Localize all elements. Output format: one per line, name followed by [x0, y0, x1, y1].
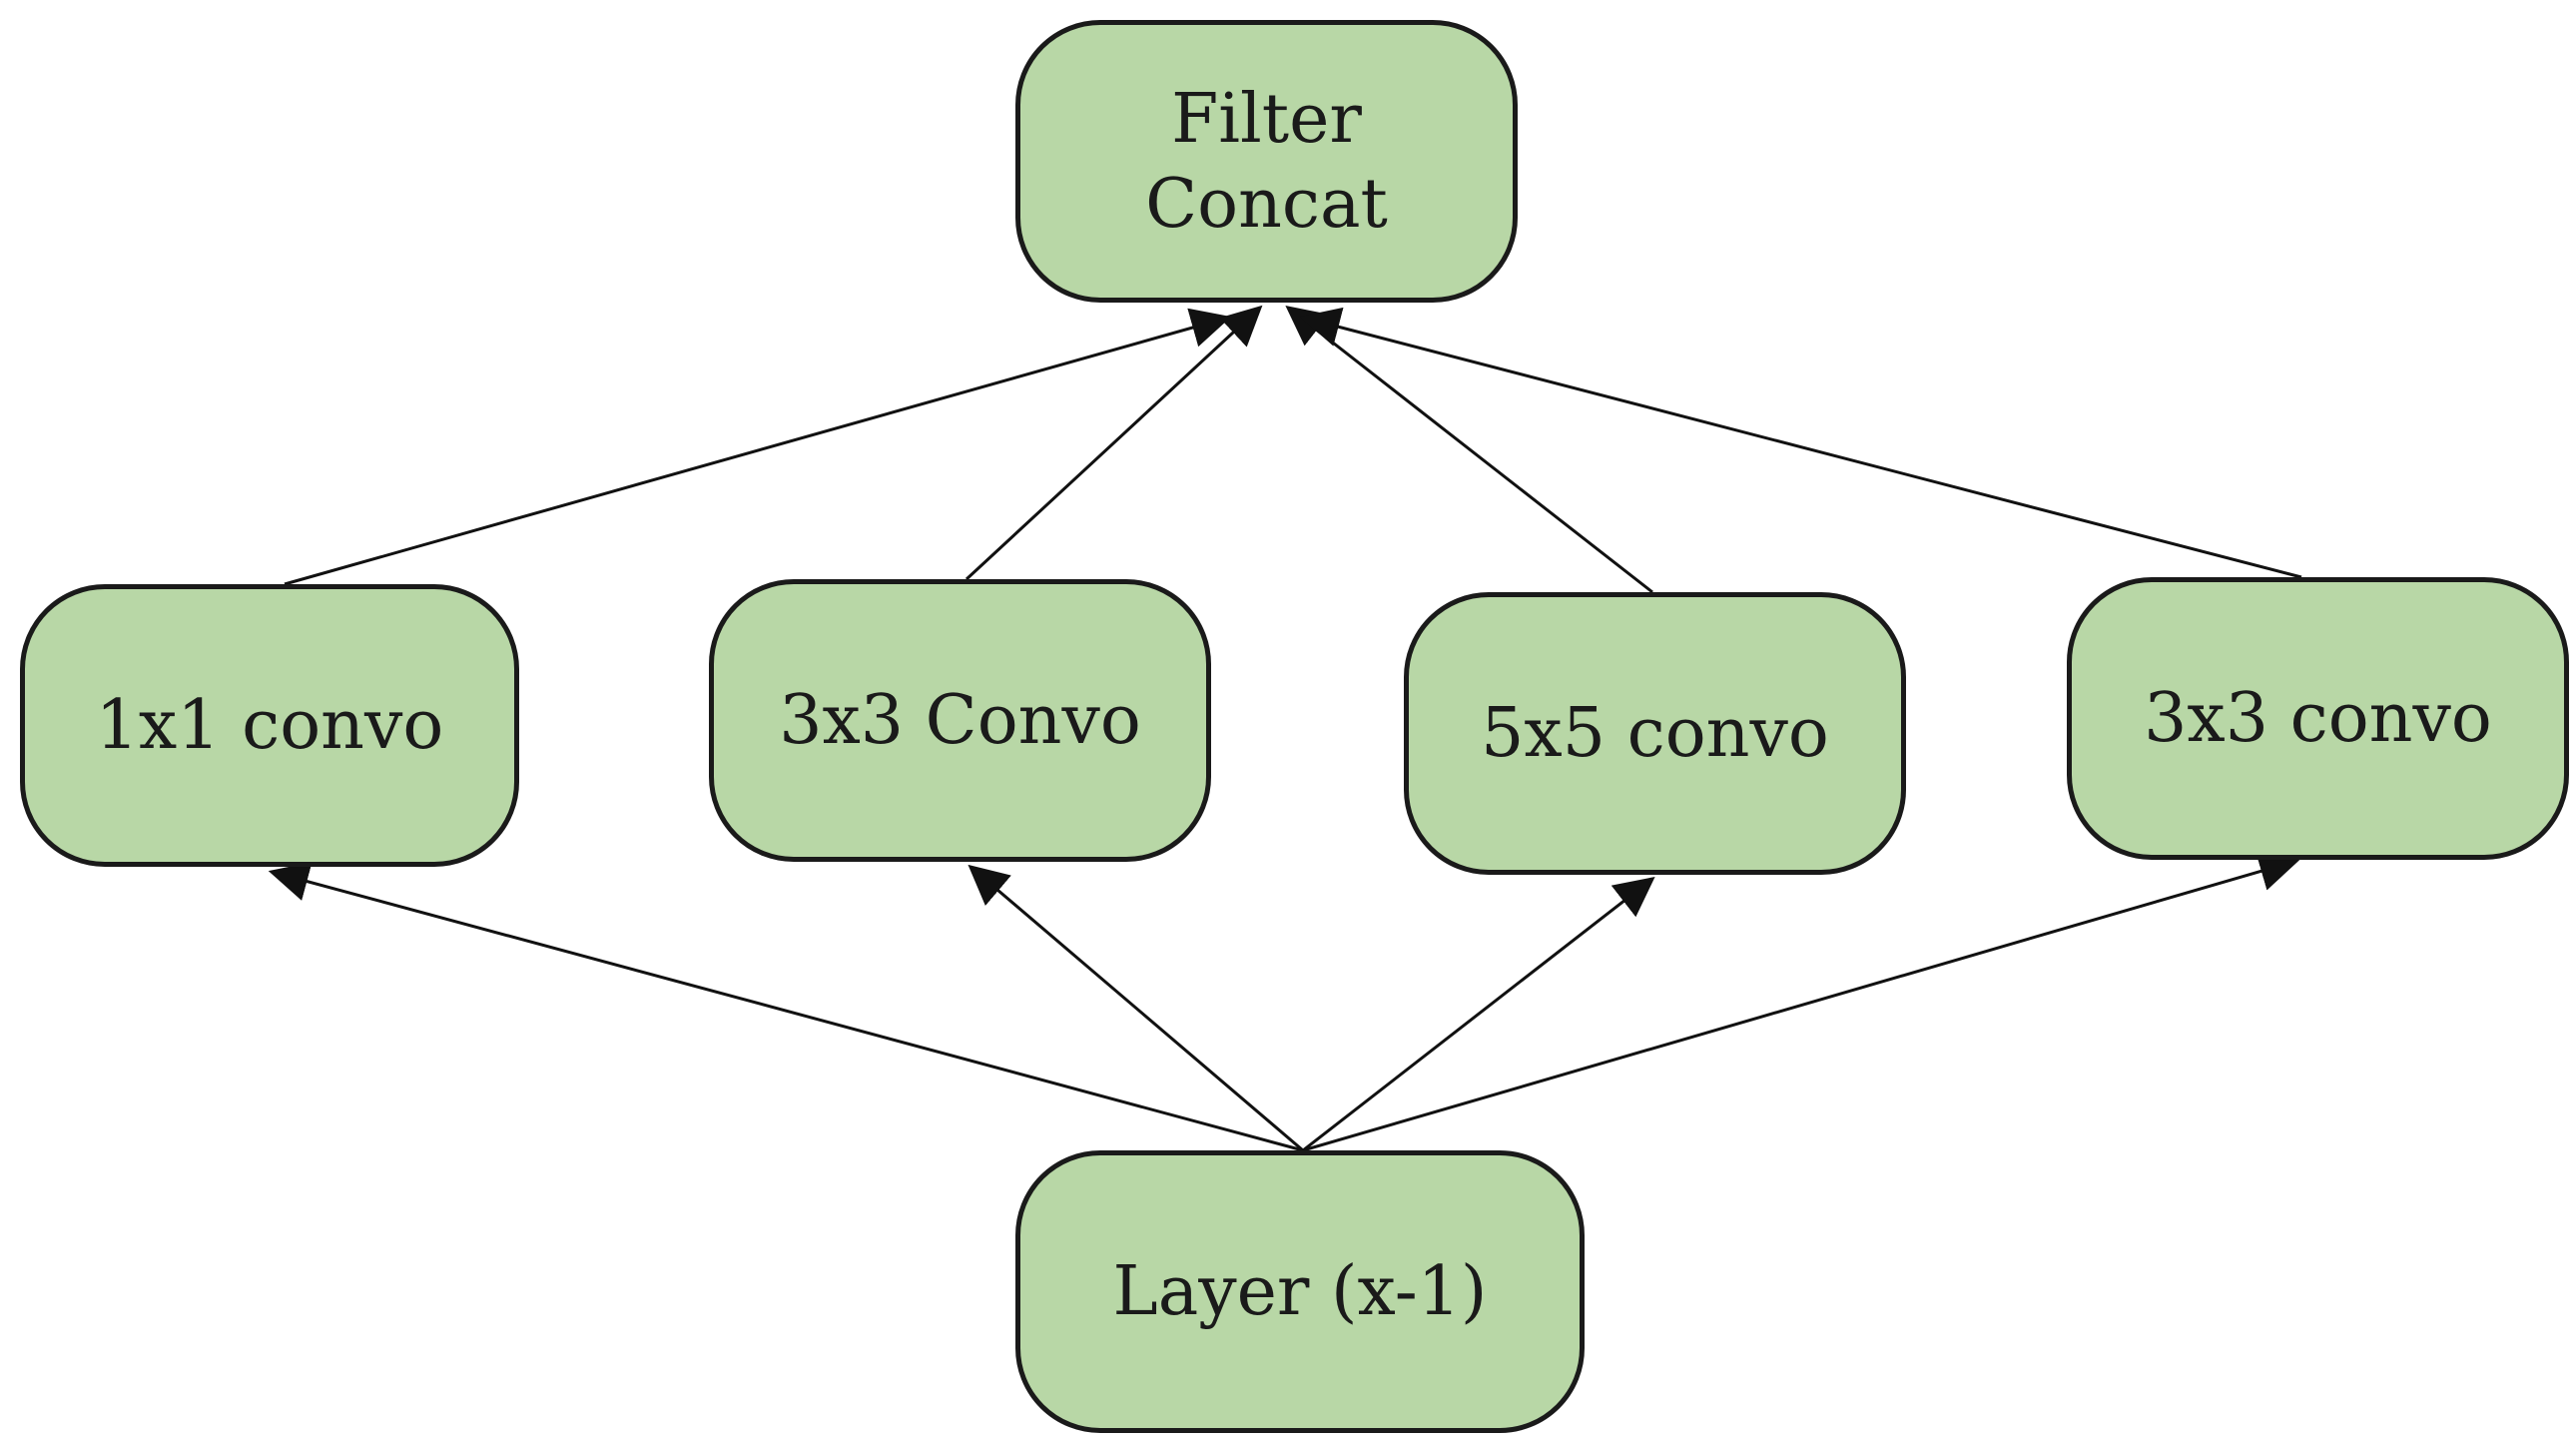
conv-5x5-label: 5x5 convo [1481, 694, 1829, 773]
edge-5x5-to-concat [1285, 305, 1653, 594]
edge-layer-to-5x5 [1302, 876, 1655, 1152]
filter-concat-line1: Filter [1171, 79, 1362, 159]
conv-5x5-node: 5x5 convo [1404, 592, 1906, 875]
conv-3x3-b-label: 3x3 convo [2144, 679, 2492, 758]
conv-3x3-a-label: 3x3 Convo [779, 681, 1141, 760]
layer-input-label: Layer (x-1) [1112, 1252, 1488, 1331]
edge-layer-to-3x3b [1302, 852, 2300, 1152]
edge-layer-to-1x1 [268, 862, 1304, 1152]
conv-1x1-node: 1x1 convo [20, 584, 519, 867]
edge-3x3b-to-concat [1299, 307, 2302, 579]
edge-1x1-to-concat [284, 308, 1232, 586]
filter-concat-node: Filter Concat [1015, 20, 1518, 303]
layer-input-node: Layer (x-1) [1015, 1150, 1585, 1433]
conv-3x3-b-node: 3x3 convo [2067, 577, 2569, 860]
edge-3x3a-to-concat [965, 305, 1263, 581]
conv-1x1-label: 1x1 convo [95, 686, 444, 765]
conv-3x3-a-node: 3x3 Convo [709, 579, 1211, 862]
edge-layer-to-3x3a [967, 864, 1304, 1152]
filter-concat-line2: Concat [1145, 164, 1388, 244]
